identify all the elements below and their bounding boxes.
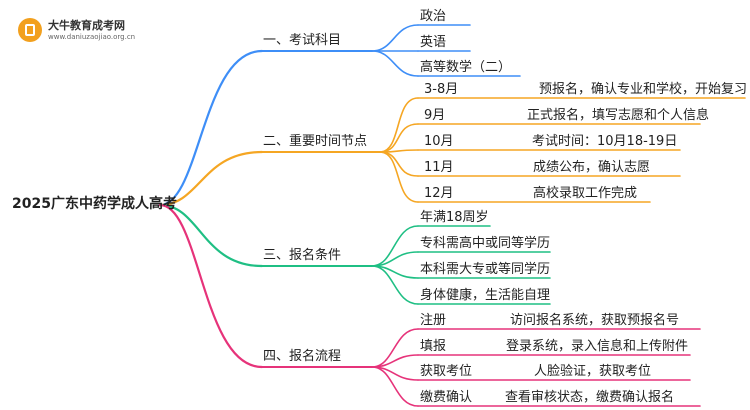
leaf-connector (379, 151, 419, 203)
timeline-month: 10月 (424, 134, 454, 149)
timeline-month: 11月 (424, 160, 454, 175)
process-step-detail: 访问报名系统，获取预报名号 (510, 313, 680, 328)
root-branch-connector (158, 150, 264, 207)
root-branch-connector (158, 49, 264, 207)
root-node-label: 2025广东中药学成人高考 (12, 196, 177, 212)
timeline-month: 12月 (424, 186, 454, 201)
leaf-connector (371, 265, 419, 305)
process-step: 填报 (420, 339, 447, 354)
requirement-item: 年满18周岁 (420, 210, 489, 225)
subject-item: 英语 (420, 35, 447, 50)
leaf-connector (371, 225, 419, 267)
leaf-connector (379, 151, 419, 177)
timeline-detail: 正式报名，填写志愿和个人信息 (527, 108, 710, 123)
logo-title: 大牛教育成考网 (48, 19, 125, 32)
timeline-month: 9月 (424, 108, 446, 123)
requirement-item: 专科需高中或同等学历 (420, 236, 551, 251)
timeline-detail: 预报名，确认专业和学校，开始复习 (539, 82, 748, 97)
branch-label-registration-process: 四、报名流程 (263, 349, 342, 364)
branch-label-key-dates: 二、重要时间节点 (263, 134, 368, 149)
requirement-item: 身体健康，生活能自理 (420, 288, 551, 303)
leaf-connector (371, 24, 419, 52)
process-step: 缴费确认 (420, 390, 473, 405)
process-step-detail: 查看审核状态，缴费确认报名 (505, 390, 675, 405)
site-logo: 大牛教育成考网 www.daniuzaojiao.org.cn (14, 14, 174, 50)
branch-label-requirements: 三、报名条件 (263, 248, 342, 263)
logo-url: www.daniuzaojiao.org.cn (48, 33, 136, 41)
timeline-detail: 成绩公布，确认志愿 (533, 160, 651, 175)
process-step: 获取考位 (420, 364, 473, 379)
leaf-connector (379, 97, 419, 153)
leaf-connector (379, 123, 419, 153)
leaf-connector (371, 366, 419, 407)
branch-label-exam-subjects: 一、考试科目 (263, 33, 342, 48)
requirement-item: 本科需大专或等同学历 (420, 262, 551, 277)
process-step: 注册 (420, 313, 447, 328)
process-step-detail: 登录系统，录入信息和上传附件 (506, 339, 689, 354)
subject-item: 高等数学（二） (420, 60, 512, 75)
subject-item: 政治 (420, 9, 447, 24)
timeline-detail: 高校录取工作完成 (533, 186, 638, 201)
leaf-connector (371, 50, 419, 77)
timeline-month: 3-8月 (424, 82, 459, 97)
root-branch-connector (158, 203, 264, 369)
root-branch-connector (158, 203, 264, 268)
graduation-book-icon (18, 18, 42, 42)
timeline-detail: 考试时间：10月18-19日 (532, 134, 678, 149)
process-step-detail: 人脸验证，获取考位 (534, 364, 652, 379)
